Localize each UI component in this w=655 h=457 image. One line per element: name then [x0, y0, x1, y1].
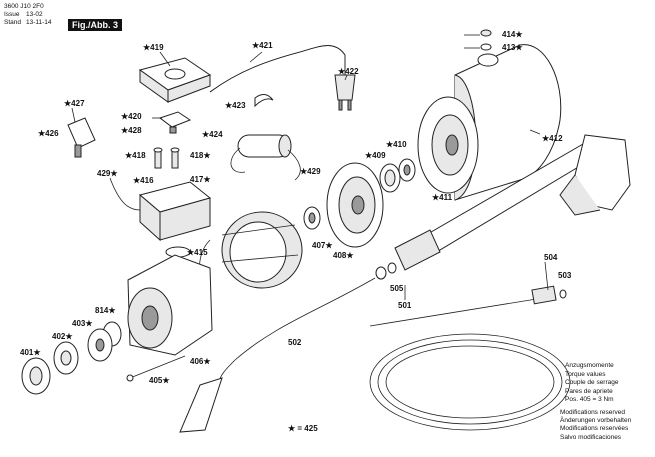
screw-418-right — [170, 147, 180, 169]
spray-gun-501 — [394, 134, 631, 271]
stand-value: 13-11-14 — [26, 19, 52, 26]
cable-clamp-423 — [254, 94, 274, 108]
label-423: ★423 — [225, 101, 246, 110]
washer-413 — [480, 43, 492, 51]
label-502: 502 — [288, 338, 302, 347]
modifications-note: Modifications reserved Änderungen vorbeh… — [560, 409, 631, 442]
label-814: 814★ — [95, 306, 116, 315]
label-416: ★416 — [133, 176, 154, 185]
capacitor-424 — [230, 134, 301, 181]
motor-stator — [199, 211, 303, 289]
label-424: ★424 — [202, 130, 223, 139]
torque-line-en: Torque values — [565, 370, 606, 378]
label-402: 402★ — [52, 332, 73, 341]
switch-cover-419 — [138, 57, 212, 103]
label-503: 503 — [558, 271, 572, 280]
bearing-407 — [303, 206, 321, 230]
label-501: 501 — [398, 301, 412, 310]
lance-502 — [179, 277, 376, 433]
label-417: 417★ — [190, 175, 211, 184]
label-426: ★426 — [38, 129, 59, 138]
bearing-409 — [379, 163, 401, 193]
label-413: 413★ — [502, 43, 523, 52]
label-415: ★415 — [187, 248, 208, 257]
stand-label: Stand — [4, 19, 21, 26]
pump-head-406 — [127, 254, 213, 356]
switch-420 — [158, 111, 192, 134]
label-411: ★411 — [432, 193, 453, 202]
hose-504 — [369, 285, 571, 431]
label-410: ★410 — [386, 140, 407, 149]
torque-line-de: Anzugsmomente — [565, 362, 614, 369]
label-505: 505 — [390, 284, 404, 293]
issue-row: Issue 13-02 — [4, 11, 52, 19]
torque-line-fr: Couple de serrage — [565, 379, 619, 386]
terminal-box-416 — [109, 177, 212, 242]
label-412: ★412 — [542, 134, 563, 143]
bearing-shield-411 — [417, 96, 479, 194]
issue-value: 13-02 — [26, 11, 43, 18]
doc-number: 3600 J10 2F0 — [4, 3, 44, 10]
torque-value: Pos. 405 = 3 Nm — [565, 396, 614, 403]
figure-label: Fig./Abb. 3 — [68, 19, 122, 31]
label-414: 414★ — [502, 30, 523, 39]
label-429-right: ★429 — [300, 167, 321, 176]
label-428: ★428 — [121, 126, 142, 135]
bearing-403 — [87, 328, 113, 362]
part-labels: ★419 ★421 ★422 ★427 ★420 ★428 ★423 ★426 … — [20, 30, 572, 385]
label-401: 401★ — [20, 348, 41, 357]
label-429-left: 429★ — [97, 169, 118, 178]
mods-line-fr: Modifications reservées — [560, 425, 629, 433]
leader-lines — [71, 34, 549, 300]
mods-line-en: Modifications reserved — [560, 409, 626, 416]
seal-402 — [53, 341, 79, 375]
label-406: 406★ — [190, 357, 211, 366]
label-427: ★427 — [64, 99, 85, 108]
star-legend: ★ = 425 — [288, 424, 318, 433]
label-409: ★409 — [365, 151, 386, 160]
switch-427 — [67, 117, 96, 158]
bearing-410 — [398, 158, 416, 182]
flange-408 — [326, 162, 384, 248]
label-420: ★420 — [121, 112, 142, 121]
issue-label: Issue — [4, 11, 20, 18]
label-403: 403★ — [72, 319, 93, 328]
label-419: ★419 — [143, 43, 164, 52]
label-422: ★422 — [338, 67, 359, 76]
label-418-right: 418★ — [190, 151, 211, 160]
label-421: ★421 — [252, 41, 273, 50]
document-header: 3600 J10 2F0 Issue 13-02 Stand 13-11-14 — [4, 3, 52, 27]
torque-line-es: Pares de apriete — [565, 387, 613, 395]
mains-plug-422 — [334, 74, 356, 111]
label-407: 407★ — [312, 241, 333, 250]
screw-414 — [480, 29, 492, 37]
label-504: 504 — [544, 253, 558, 262]
mods-line-es: Salvo modificaciones — [560, 433, 622, 441]
screw-418-left — [153, 147, 163, 169]
power-cable-421 — [209, 45, 346, 93]
label-408: 408★ — [333, 251, 354, 260]
screw-405 — [126, 355, 186, 382]
torque-values-note: Anzugsmomente Torque values Couple de se… — [565, 362, 618, 405]
cover-401 — [21, 357, 51, 395]
mods-line-de: Änderungen vorbehalten — [560, 417, 632, 425]
label-418-left: ★418 — [125, 151, 146, 160]
nozzle-505 — [375, 262, 397, 280]
label-405: 405★ — [149, 376, 170, 385]
stand-row: Stand 13-11-14 — [4, 19, 52, 27]
